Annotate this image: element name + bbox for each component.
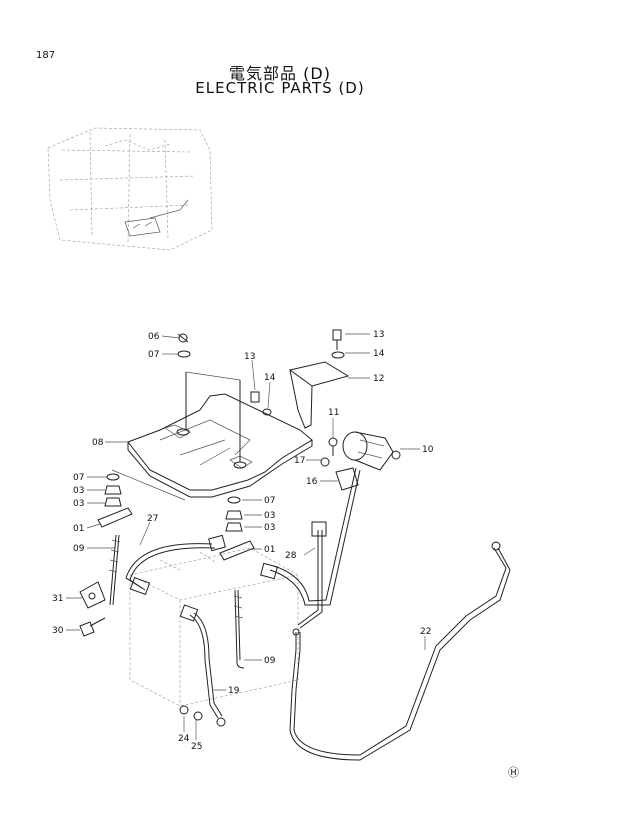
callout-30: 30: [52, 626, 64, 636]
location-thumbnail: [47, 127, 213, 251]
callout-06: 06: [148, 332, 160, 342]
callout-24: 24: [178, 734, 190, 744]
callout-27: 27: [147, 514, 158, 524]
callout-labels: 06 07 08 07 03 03 01 09 31 30 27 13 14 1…: [52, 330, 434, 752]
callout-28: 28: [285, 551, 297, 561]
callout-12: 12: [373, 374, 384, 384]
callout-09: 09: [73, 544, 85, 554]
page-number: 187: [36, 50, 56, 61]
battery-box: [129, 547, 299, 707]
callout-03: 03: [73, 499, 84, 509]
clamp-bar-right: [219, 540, 255, 561]
hold-down-rods: [108, 371, 245, 669]
callout-22: 22: [420, 627, 431, 637]
callout-03: 03: [264, 511, 275, 521]
clamp-bar-left: [97, 507, 133, 528]
callout-09: 09: [264, 656, 276, 666]
title-japanese: 電気部品 (D): [229, 64, 331, 83]
callout-03: 03: [264, 523, 275, 533]
title-english: ELECTRIC PARTS (D): [195, 79, 365, 97]
callout-17: 17: [294, 456, 305, 466]
cables: [125, 467, 511, 761]
callout-25: 25: [191, 742, 202, 752]
callout-07: 07: [73, 473, 84, 483]
callout-07: 07: [264, 496, 275, 506]
callout-14: 14: [264, 373, 276, 383]
callout-14: 14: [373, 349, 385, 359]
callout-16: 16: [306, 477, 318, 487]
callout-19: 19: [228, 686, 240, 696]
callout-13: 13: [373, 330, 384, 340]
callout-11: 11: [328, 408, 339, 418]
callout-01: 01: [73, 524, 84, 534]
callout-10: 10: [422, 445, 434, 455]
battery-stay: [79, 581, 203, 721]
relay-bracket: [288, 361, 350, 429]
leader-lines: [66, 333, 426, 740]
callout-08: 08: [92, 438, 104, 448]
washers-nuts: [104, 329, 345, 532]
callout-07: 07: [148, 350, 159, 360]
callout-03: 03: [73, 486, 84, 496]
battery-tray: [111, 393, 313, 501]
manufacturer-mark: Ⓗ: [508, 766, 519, 779]
callout-01: 01: [264, 545, 275, 555]
callout-31: 31: [52, 594, 63, 604]
callout-13: 13: [244, 352, 255, 362]
